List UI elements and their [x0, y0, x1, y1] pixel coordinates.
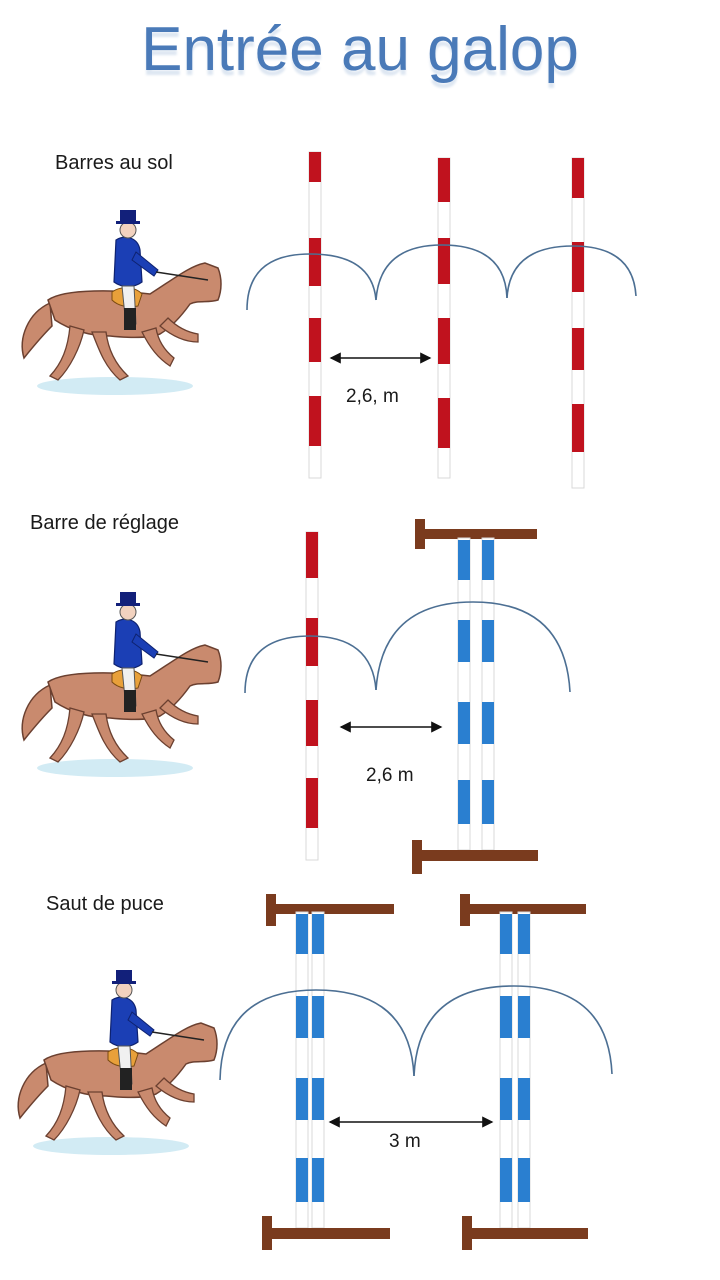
section-label-bounce: Saut de puce	[46, 893, 164, 915]
section-setting-pole	[21, 519, 571, 874]
vertical-fence	[412, 519, 538, 874]
distance-label-ground-poles: 2,6, m	[346, 386, 399, 407]
stride-arc	[413, 985, 613, 1077]
distance-label-setting-pole: 2,6 m	[366, 765, 414, 786]
red-pole	[437, 157, 451, 479]
section-label-ground-poles: Barres au sol	[55, 152, 173, 174]
page-title: Entrée au galop	[141, 15, 579, 84]
red-pole	[571, 157, 585, 489]
stride-arc	[244, 635, 377, 694]
stride-arc	[506, 245, 637, 299]
distance-label-bounce: 3 m	[389, 1131, 421, 1152]
section-label-setting-pole: Barre de réglage	[30, 512, 179, 534]
section-bounce	[17, 894, 613, 1250]
horse-rider-icon	[17, 969, 218, 1156]
horse-rider-icon	[21, 209, 222, 396]
stride-arc	[375, 244, 508, 301]
section-ground-poles	[21, 151, 637, 489]
vertical-fence	[460, 894, 588, 1250]
stride-arc	[219, 989, 415, 1081]
red-pole	[305, 531, 319, 861]
stride-arc	[375, 601, 571, 693]
vertical-fence	[262, 894, 394, 1250]
horse-rider-icon	[21, 591, 222, 778]
stride-arc	[246, 253, 377, 311]
red-pole	[308, 151, 322, 479]
